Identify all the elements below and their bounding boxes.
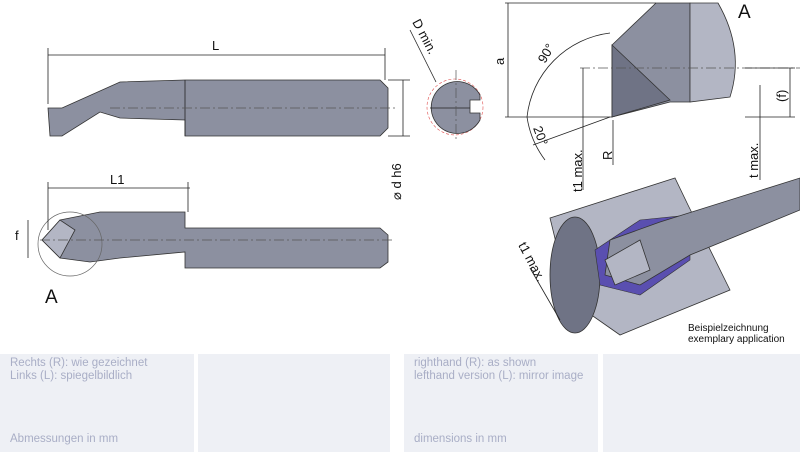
panel-empty-1	[198, 354, 390, 452]
dimension-f-label: f	[15, 228, 19, 243]
dimension-L1-label: L1	[110, 172, 124, 187]
dimension-t1max-label: t1 max.	[570, 149, 585, 192]
technical-drawing: L ⌀ d h6 L1 f A D min. a	[15, 2, 800, 336]
angle-20-label: 20°	[530, 124, 551, 148]
caption-english: exemplary application	[688, 334, 785, 345]
panel-units: dimensions in mm	[414, 433, 507, 445]
angle-90-label: 90°	[535, 41, 558, 66]
tool-top-view: L ⌀ d h6	[47, 38, 410, 200]
dimension-Dmin-label: D min.	[409, 16, 440, 56]
dimension-t1max-iso-label: t1 max.	[515, 239, 548, 284]
dimension-tmax-label: t max.	[746, 143, 761, 178]
panel-english-notes: righthand (R): as shown lefthand version…	[404, 354, 598, 452]
dimension-a-label: a	[492, 57, 507, 65]
panel-units: Abmessungen in mm	[10, 433, 119, 445]
caption-german: Beispielzeichnung	[688, 323, 769, 334]
dimension-d-label: ⌀ d h6	[389, 163, 404, 200]
application-illustration: t1 max.	[515, 177, 800, 336]
panel-line: Links (L): spiegelbildlich	[10, 370, 133, 382]
panel-line: Rechts (R): wie gezeichnet	[10, 357, 148, 369]
tool-end-view: D min.	[409, 16, 484, 140]
detail-A-title: A	[738, 2, 751, 23]
panel-line: lefthand version (L): mirror image	[414, 370, 584, 382]
dimension-f-detail-label: (f)	[774, 90, 789, 102]
panel-german-notes: Rechts (R): wie gezeichnet Links (L): sp…	[0, 354, 194, 452]
radius-R-label: R	[600, 151, 615, 160]
panel-line: righthand (R): as shown	[414, 357, 537, 369]
dimension-L-label: L	[212, 38, 219, 53]
tool-side-view: L1 f A	[15, 172, 395, 308]
detail-A-marker: A	[45, 287, 58, 308]
example-caption: Beispielzeichnung exemplary application	[688, 323, 785, 345]
detail-A: a 90° 20° t1 max. R (f) t max. A	[492, 2, 800, 192]
panel-empty-2	[603, 354, 800, 452]
